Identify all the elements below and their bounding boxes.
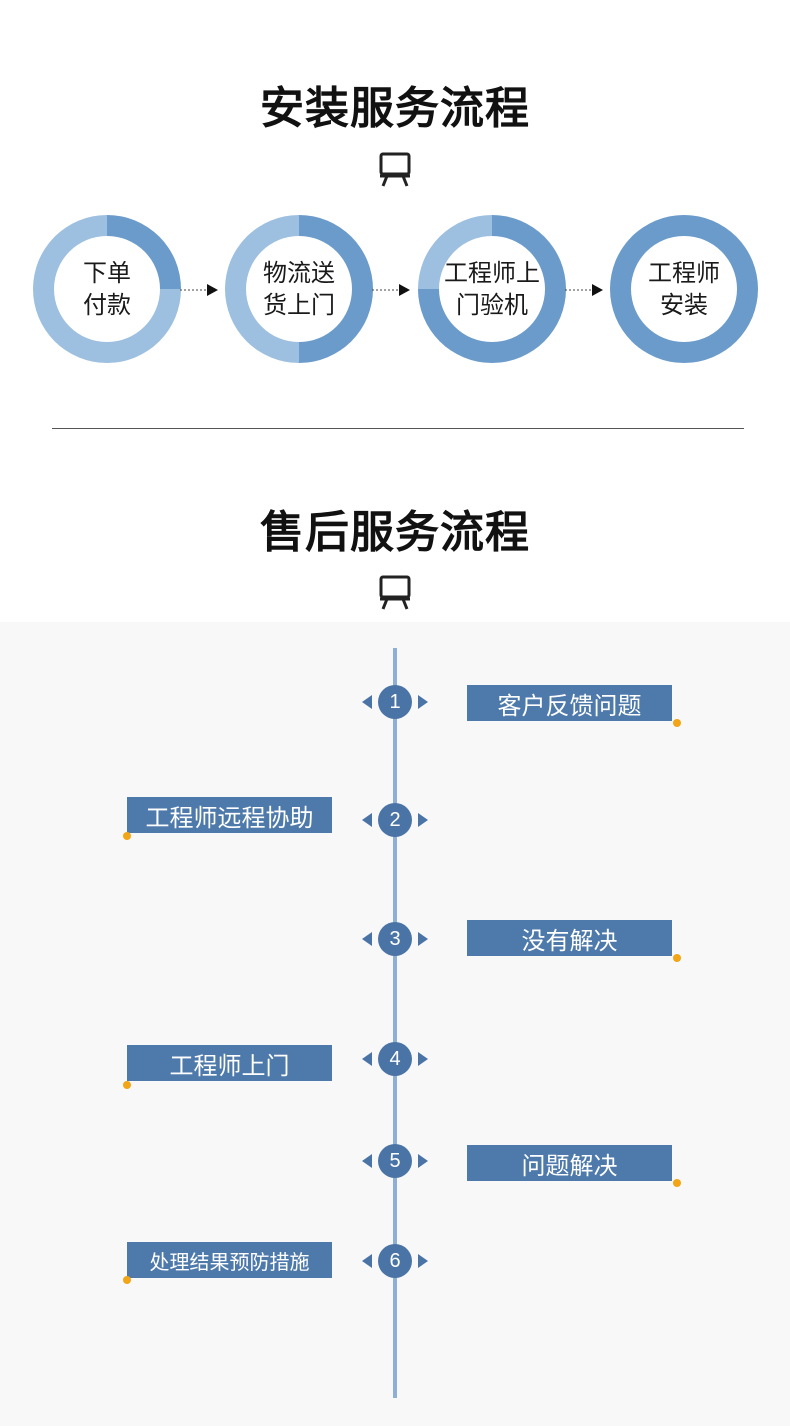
dot-icon [123, 1276, 131, 1284]
step-number: 2 [378, 803, 412, 837]
dot-icon [673, 954, 681, 962]
install-step-ring: 物流送 货上门 [225, 215, 373, 363]
install-step-label: 物流送 货上门 [263, 259, 335, 319]
dot-icon [123, 1081, 131, 1089]
arrow-right-icon [418, 1154, 428, 1168]
install-step-ring: 下单 付款 [33, 215, 181, 363]
arrow-right-icon [418, 695, 428, 709]
step-number: 1 [378, 685, 412, 719]
easel-icon [379, 152, 411, 187]
timeline-node: 3 [360, 922, 430, 956]
step-number: 6 [378, 1244, 412, 1278]
arrow-left-icon [362, 695, 372, 709]
timeline-node: 2 [360, 803, 430, 837]
install-step-ring: 工程师 安装 [610, 215, 758, 363]
step-label-box: 工程师远程协助 [127, 797, 332, 833]
dotted-arrow-icon [180, 284, 218, 296]
timeline-node: 5 [360, 1144, 430, 1178]
arrow-right-icon [418, 1254, 428, 1268]
step-number: 5 [378, 1144, 412, 1178]
install-step-label: 工程师 安装 [648, 259, 720, 319]
arrow-left-icon [362, 1052, 372, 1066]
aftersale-title: 售后服务流程 [260, 507, 530, 558]
arrow-left-icon [362, 1254, 372, 1268]
step-label-box: 工程师上门 [127, 1045, 332, 1081]
step-label-box: 问题解决 [467, 1145, 672, 1181]
step-label-box: 处理结果预防措施 [127, 1242, 332, 1278]
section-divider [52, 428, 744, 429]
install-step-label: 下单 付款 [83, 259, 131, 319]
step-label-box: 客户反馈问题 [467, 685, 672, 721]
install-step-ring: 工程师上 门验机 [418, 215, 566, 363]
easel-icon [379, 575, 411, 610]
timeline-node: 4 [360, 1042, 430, 1076]
dotted-arrow-icon [372, 284, 410, 296]
install-step-label: 工程师上 门验机 [444, 259, 540, 319]
arrow-right-icon [418, 1052, 428, 1066]
step-number: 3 [378, 922, 412, 956]
arrow-right-icon [418, 813, 428, 827]
step-label-box: 没有解决 [467, 920, 672, 956]
arrow-left-icon [362, 932, 372, 946]
timeline-node: 6 [360, 1244, 430, 1278]
timeline-line [393, 648, 397, 1398]
step-number: 4 [378, 1042, 412, 1076]
dot-icon [673, 1179, 681, 1187]
dotted-arrow-icon [565, 284, 603, 296]
dot-icon [123, 832, 131, 840]
timeline-node: 1 [360, 685, 430, 719]
install-title: 安装服务流程 [260, 83, 530, 134]
dot-icon [673, 719, 681, 727]
arrow-left-icon [362, 1154, 372, 1168]
arrow-left-icon [362, 813, 372, 827]
arrow-right-icon [418, 932, 428, 946]
